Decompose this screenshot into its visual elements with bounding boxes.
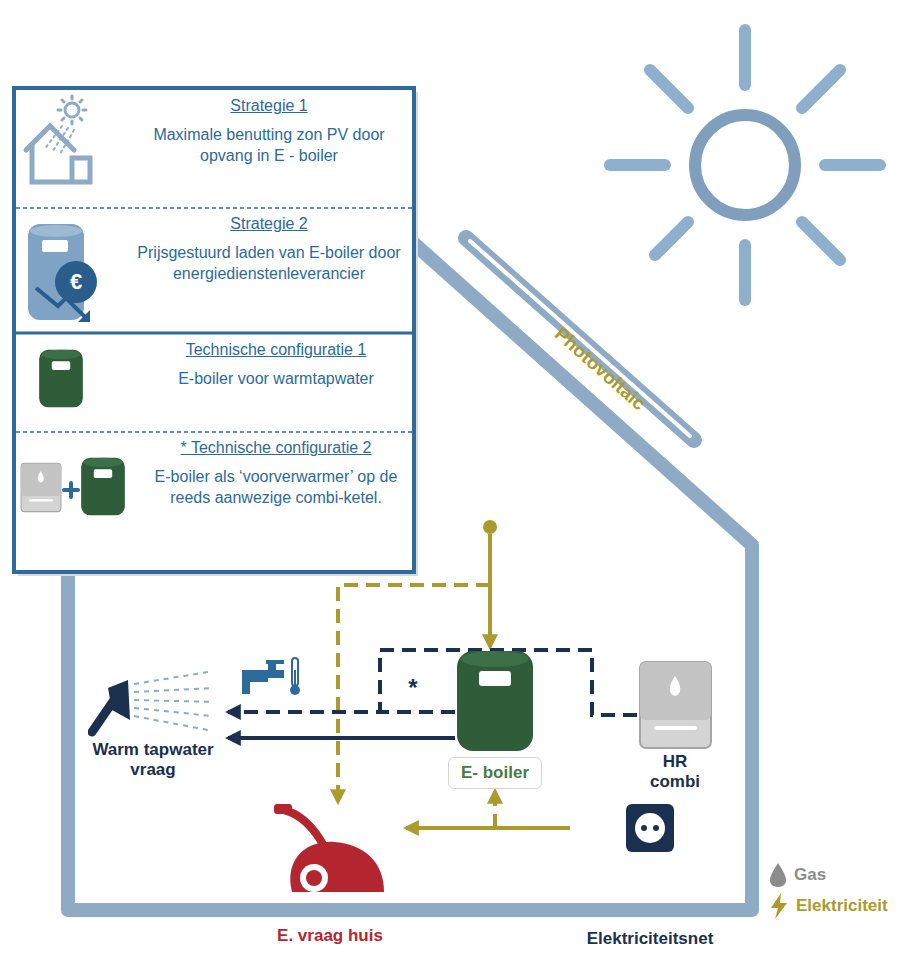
heading-text: Strategie 1 [125,96,413,116]
label-text: E- boiler [448,757,542,789]
label-text: E-boiler als ‘voorverwarmer’ op de reeds… [140,466,412,508]
label-text: Prijsgestuurd laden van E-boiler door en… [125,242,413,284]
heading-text: Technische configuratie 1 [140,340,412,360]
vacuum-cleaner-icon [270,800,390,896]
shower-icon [88,670,218,740]
label-text: E. vraag huis [250,926,410,946]
configuration-box: Technische configuratie 1 E-boiler voor w… [140,340,412,389]
hot-water-demand: Warm tapwater vraag [78,670,228,780]
house-electricity-demand: E. vraag huis [250,800,410,946]
callout-asterisk: * [408,674,417,702]
e-boiler: E- boiler [425,645,565,789]
flow-line [228,736,455,740]
label-text: Warm tapwater vraag [78,740,228,780]
legend-symbol [768,862,788,888]
label-text: Maximale benutting zon PV door opvang in… [125,124,413,166]
legend-symbol [768,892,790,920]
dashed-flow-line [228,650,637,715]
label-text: E-boiler voor warmtapwater [140,368,412,389]
electricity-grid: Elektriciteitsnet [570,803,730,949]
flow-line [406,826,570,830]
legend-text: Elektriciteit [796,896,888,916]
configuration-box: * Technische configuratie 2 E-boiler als … [140,438,412,508]
socket-icon [625,803,675,853]
combi-boiler-icon [638,660,713,750]
label-text: HR combi [644,752,706,792]
label-text: Elektriciteitsnet [570,929,730,949]
e-boiler-icon [455,645,535,755]
strategy-box: Strategie 2 Prijsgestuurd laden van E-boi… [125,214,413,284]
heading-text: Strategie 2 [125,214,413,234]
hr-combi: HR combi [630,660,720,792]
legend-text: Gas [794,865,826,885]
dashed-flow-line [493,791,497,828]
currency-symbol: € [70,269,82,295]
legend-row: Elektriciteit [768,892,888,920]
heading-text: * Technische configuratie 2 [140,438,412,458]
strategy-box: Strategie 1 Maximale benutting zon PV doo… [125,96,413,166]
legend-row: Gas [768,862,826,888]
flow-line [488,534,492,647]
